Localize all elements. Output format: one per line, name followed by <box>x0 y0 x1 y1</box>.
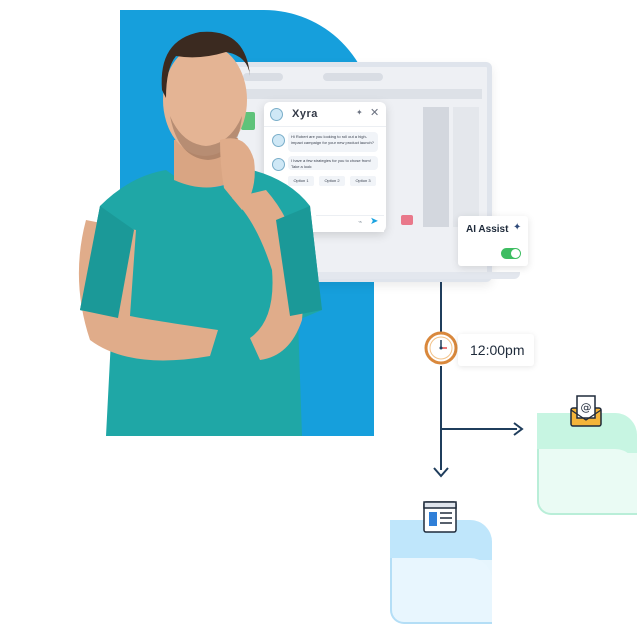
laptop-header-strip <box>233 89 482 99</box>
paperclip-icon[interactable]: ⌁ <box>358 219 363 226</box>
newsletter-card[interactable] <box>390 520 492 624</box>
sparkle-icon[interactable]: ✦ <box>356 108 363 117</box>
ai-assist-toggle[interactable] <box>501 248 521 259</box>
option-button-3[interactable]: Option 3 <box>350 176 376 186</box>
svg-text:@: @ <box>581 401 592 414</box>
time-badge: 12:00pm <box>458 334 534 366</box>
laptop-panel <box>453 107 479 227</box>
arrow-down-icon <box>433 467 449 478</box>
laptop-base <box>214 272 520 279</box>
email-icon: @ <box>570 395 602 427</box>
chat-message: Hi Robert are you looking to roll out a … <box>288 132 378 152</box>
flow-line <box>441 428 517 430</box>
avatar <box>272 158 285 171</box>
flow-line <box>440 366 442 470</box>
toggle-knob <box>511 249 520 258</box>
laptop-toolbar-bar <box>323 73 383 81</box>
flow-line <box>440 282 442 332</box>
option-button-2[interactable]: Option 2 <box>319 176 345 186</box>
send-icon[interactable]: ➤ <box>370 216 379 227</box>
laptop-panel <box>423 107 449 227</box>
close-icon[interactable]: ✕ <box>370 107 380 119</box>
card-content <box>537 449 637 515</box>
laptop-toolbar-bar <box>243 73 283 81</box>
chat-header: Xyra ✦ ✕ <box>264 102 386 127</box>
email-card[interactable] <box>537 413 637 515</box>
clock-icon <box>424 331 458 365</box>
option-button-1[interactable]: Option 1 <box>288 176 314 186</box>
avatar <box>272 134 285 147</box>
chat-brand: Xyra <box>292 108 318 120</box>
card-content <box>390 558 492 624</box>
ai-assist-card: AI Assist ✦ <box>458 216 528 266</box>
chat-message: I have a few strategies for you to chose… <box>288 156 378 170</box>
sparkle-icon: ✦ <box>513 222 522 233</box>
avatar <box>270 108 283 121</box>
person-illustration <box>78 31 322 436</box>
ai-assist-label: AI Assist <box>466 224 509 235</box>
chat-input[interactable] <box>316 215 384 232</box>
newsletter-icon <box>423 501 457 533</box>
scheduled-time: 12:00pm <box>470 342 525 358</box>
arrow-right-icon <box>513 422 524 436</box>
laptop-pink-block <box>401 215 413 225</box>
